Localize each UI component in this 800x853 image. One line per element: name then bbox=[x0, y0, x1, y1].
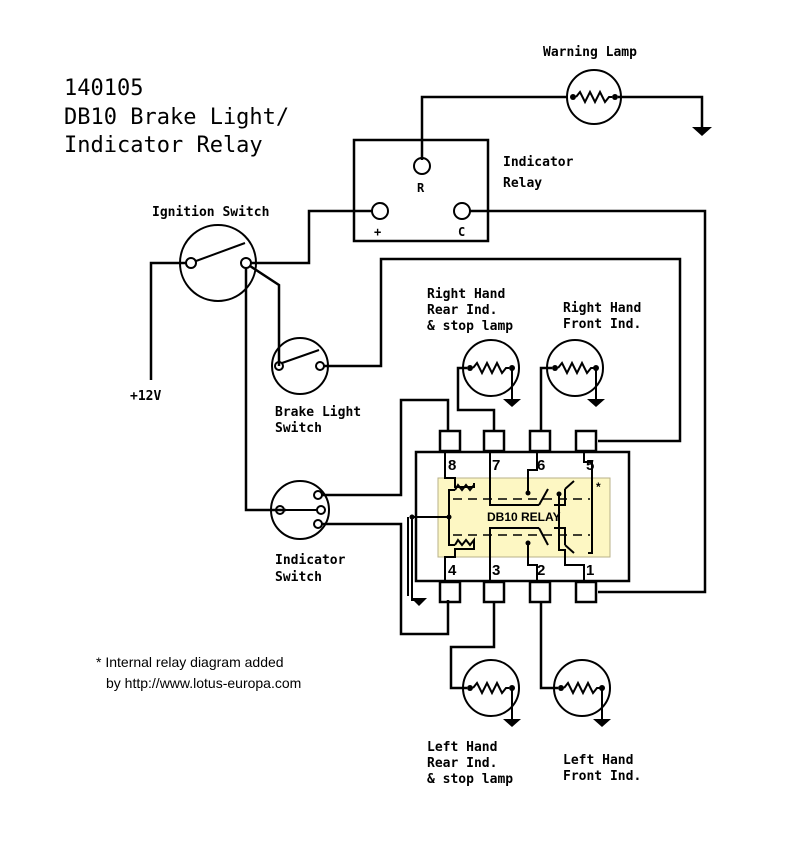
wire-rh-front-to-pin6 bbox=[539, 366, 552, 431]
brake-light-switch-label-1: Brake Light bbox=[275, 405, 361, 420]
rh-front-lamp-icon bbox=[546, 339, 605, 407]
wire-warning-lamp-to-ground bbox=[618, 95, 704, 128]
supply-label: +12V bbox=[130, 389, 161, 404]
wire-relay-c-to-pin1 bbox=[470, 209, 707, 594]
pin-label-8: 8 bbox=[448, 457, 456, 474]
db10-relay-internal-panel bbox=[437, 477, 611, 558]
warning-lamp-icon bbox=[566, 69, 622, 125]
wire-lh-front-to-pin2 bbox=[539, 602, 558, 690]
rh-rear-label-2: Rear Ind. bbox=[427, 303, 497, 318]
relay-pin-8-terminal bbox=[438, 429, 462, 453]
pin-label-2: 2 bbox=[537, 562, 545, 579]
brake-light-switch-label-2: Switch bbox=[275, 421, 322, 436]
footnote-line-2: by http://www.lotus-europa.com bbox=[106, 675, 301, 691]
relay-terminal-r bbox=[413, 157, 431, 175]
pin-label-5: 5 bbox=[586, 457, 594, 474]
relay-pin-1-terminal bbox=[574, 580, 598, 604]
relay-terminal-r-label: R bbox=[417, 181, 425, 195]
pin-label-7: 7 bbox=[492, 457, 500, 474]
relay-pin-4-terminal bbox=[438, 580, 462, 604]
diagram-title-line2: Indicator Relay bbox=[64, 133, 263, 158]
warning-lamp-label: Warning Lamp bbox=[543, 45, 637, 60]
lh-rear-label-2: Rear Ind. bbox=[427, 756, 497, 771]
wire-brake-switch-to-pin5 bbox=[324, 257, 682, 443]
brake-light-switch-icon bbox=[271, 337, 329, 395]
relay-pin-7-terminal bbox=[482, 429, 506, 453]
indicator-relay-box bbox=[352, 138, 490, 243]
lh-front-label-1: Left Hand bbox=[563, 753, 633, 768]
lh-rear-lamp-icon bbox=[462, 659, 521, 727]
lh-front-lamp-icon bbox=[553, 659, 611, 727]
relay-pin-2-terminal bbox=[528, 580, 552, 604]
wire-ignition-to-brake-switch bbox=[249, 264, 281, 366]
relay-pin-6-terminal bbox=[528, 429, 552, 453]
lh-front-label-2: Front Ind. bbox=[563, 769, 641, 784]
indicator-switch-label-2: Switch bbox=[275, 570, 322, 585]
ignition-switch-label: Ignition Switch bbox=[152, 205, 269, 220]
ground-icon bbox=[692, 127, 712, 136]
relay-pin-3-terminal bbox=[482, 580, 506, 604]
wire-indicator-switch-to-pin4 bbox=[322, 522, 450, 636]
lh-rear-label-3: & stop lamp bbox=[427, 772, 513, 787]
indicator-relay-label-1: Indicator bbox=[503, 155, 574, 170]
pin-label-3: 3 bbox=[492, 562, 500, 579]
relay-terminal-plus-label: + bbox=[374, 225, 381, 239]
indicator-relay-label-2: Relay bbox=[503, 176, 542, 191]
db10-relay-asterisk: * bbox=[596, 480, 601, 494]
rh-front-label-2: Front Ind. bbox=[563, 317, 641, 332]
wire-rh-rear-to-pin7 bbox=[456, 366, 496, 431]
db10-relay-label: DB10 RELAY bbox=[487, 510, 561, 524]
wire-ignition-to-relay-plus bbox=[251, 209, 372, 265]
wire-indicator-switch-to-pin8 bbox=[322, 398, 450, 497]
pin-label-4: 4 bbox=[448, 562, 457, 579]
wire-ignition-to-indicator-switch bbox=[244, 268, 286, 512]
footnote-line-1: * Internal relay diagram added bbox=[96, 654, 284, 670]
relay-terminal-c bbox=[453, 202, 471, 220]
rh-rear-label-1: Right Hand bbox=[427, 287, 505, 302]
relay-pin-5-terminal bbox=[574, 429, 598, 453]
ignition-switch-icon bbox=[179, 224, 257, 302]
relay-ground-icon bbox=[411, 598, 427, 606]
relay-terminal-plus bbox=[371, 202, 389, 220]
rh-rear-label-3: & stop lamp bbox=[427, 319, 513, 334]
relay-terminal-c-label: C bbox=[458, 225, 465, 239]
pin-label-1: 1 bbox=[586, 562, 594, 579]
db10-internal-circuit bbox=[407, 452, 593, 601]
lh-rear-label-1: Left Hand bbox=[427, 740, 497, 755]
wire-lh-rear-to-pin3 bbox=[449, 602, 496, 690]
indicator-switch-label-1: Indicator bbox=[275, 553, 346, 568]
pin-label-6: 6 bbox=[537, 457, 545, 474]
diagram-title-line1: DB10 Brake Light/ bbox=[64, 105, 289, 130]
rh-front-label-1: Right Hand bbox=[563, 301, 641, 316]
diagram-number: 140105 bbox=[64, 76, 143, 101]
wire-12v-supply bbox=[149, 261, 186, 380]
wire-relay-r-to-warning-lamp bbox=[420, 95, 567, 160]
rh-rear-lamp-icon bbox=[462, 339, 521, 407]
